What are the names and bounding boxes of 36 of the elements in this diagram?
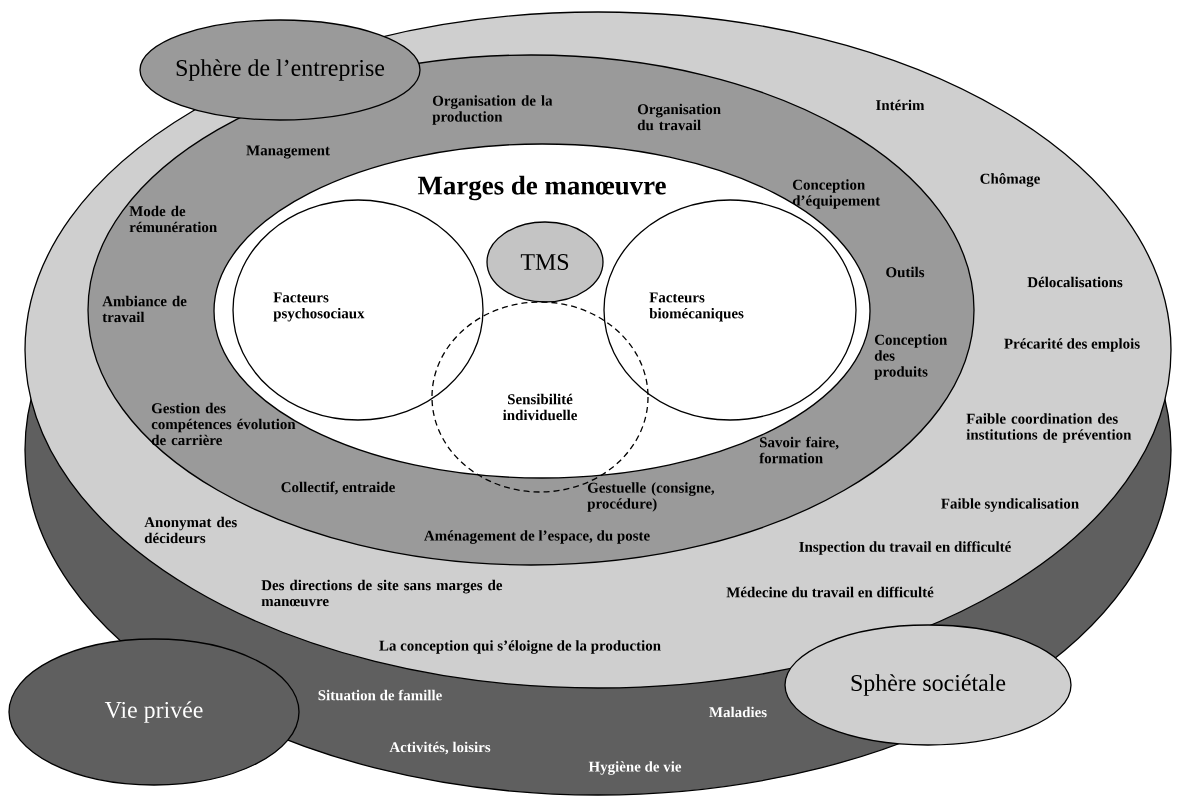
item-label: Facteurs psychosociaux: [273, 292, 365, 322]
item-label: Intérim: [876, 99, 925, 111]
item-label: Délocalisations: [1027, 276, 1123, 288]
title-text: Marges de manœuvre: [417, 175, 666, 201]
item-label: Conception d’équipement: [792, 179, 881, 209]
item-label: Management: [246, 145, 330, 159]
item-label: Sensibilité individuelle: [502, 393, 577, 421]
item-label: Médecine du travail en difficulté: [726, 586, 934, 598]
item-label: Des directions de site sans marges de manœuvre: [261, 579, 503, 607]
item-label: Anonymat des décideurs: [144, 516, 237, 544]
sphere-label: TMS: [520, 253, 569, 271]
item-label: Activités, loisirs: [389, 741, 491, 755]
item-label: Gestuelle (consigne, procédure): [587, 482, 715, 512]
item-label: Conception des produits: [874, 334, 948, 380]
item-label: Gestion des compétences évolution de carrière: [151, 402, 296, 446]
item-label: Faible syndicalisation: [941, 498, 1079, 512]
item-label: Organisation du travail: [637, 103, 721, 131]
item-label: Inspection du travail en difficulté: [799, 541, 1011, 555]
item-label: Précarité des emplois: [1004, 338, 1140, 352]
item-label: Hygiène de vie: [588, 761, 682, 775]
item-label: Organisation de la production: [432, 95, 553, 125]
item-label: Outils: [886, 266, 925, 278]
item-label: Aménagement de l’espace, du poste: [424, 530, 650, 544]
item-label: Maladies: [709, 706, 767, 718]
item-label: Ambiance de travail: [102, 295, 187, 323]
item-label: Mode de rémunération: [129, 205, 217, 233]
sphere-label: Vie privée: [104, 701, 203, 723]
sphere-label: Sphère de l’entreprise: [176, 59, 385, 81]
item-label: Situation de famille: [318, 689, 442, 701]
sphere-label: Sphère sociétale: [851, 674, 1006, 696]
item-label: La conception qui s’éloigne de la production: [379, 640, 661, 654]
item-label: Savoir faire, formation: [759, 436, 839, 464]
item-label: Faible coordination des institutions de prévention: [966, 413, 1132, 443]
item-label: Collectif, entraide: [281, 481, 395, 495]
item-label: Chômage: [980, 173, 1040, 187]
item-label: Facteurs biomécaniques: [649, 292, 744, 322]
